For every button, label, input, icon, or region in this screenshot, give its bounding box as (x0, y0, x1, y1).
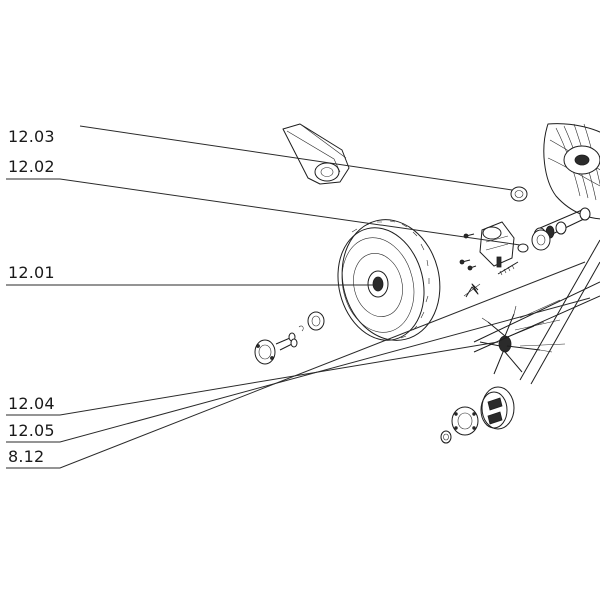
leader-12-03 (79, 125, 513, 191)
leader-8-12 (6, 261, 586, 469)
callout-label-12-01: 12.01 (8, 263, 55, 282)
small-washer (440, 430, 452, 444)
leader-12-05 (6, 297, 591, 443)
flywheel-fan (543, 123, 600, 220)
bearing-ring (307, 311, 325, 331)
callout-label-12-04: 12.04 (8, 394, 55, 413)
motor-housing (459, 221, 551, 298)
frame-arm (282, 123, 350, 185)
callout-label-12-05: 12.05 (8, 421, 55, 440)
bolt-set (275, 325, 304, 351)
callout-label-12-02: 12.02 (8, 157, 55, 176)
callout-label-12-03: 12.03 (8, 127, 55, 146)
leader-12-04 (6, 341, 499, 416)
hub-pulley (480, 386, 515, 430)
leader-lines (6, 125, 591, 469)
leader-12-02 (6, 178, 521, 246)
retainer-ring (254, 339, 276, 365)
flange-plate (451, 406, 479, 436)
wheel-12-01 (337, 219, 441, 341)
washer-12-03 (510, 186, 528, 202)
callout-label-8-12: 8.12 (8, 447, 44, 466)
